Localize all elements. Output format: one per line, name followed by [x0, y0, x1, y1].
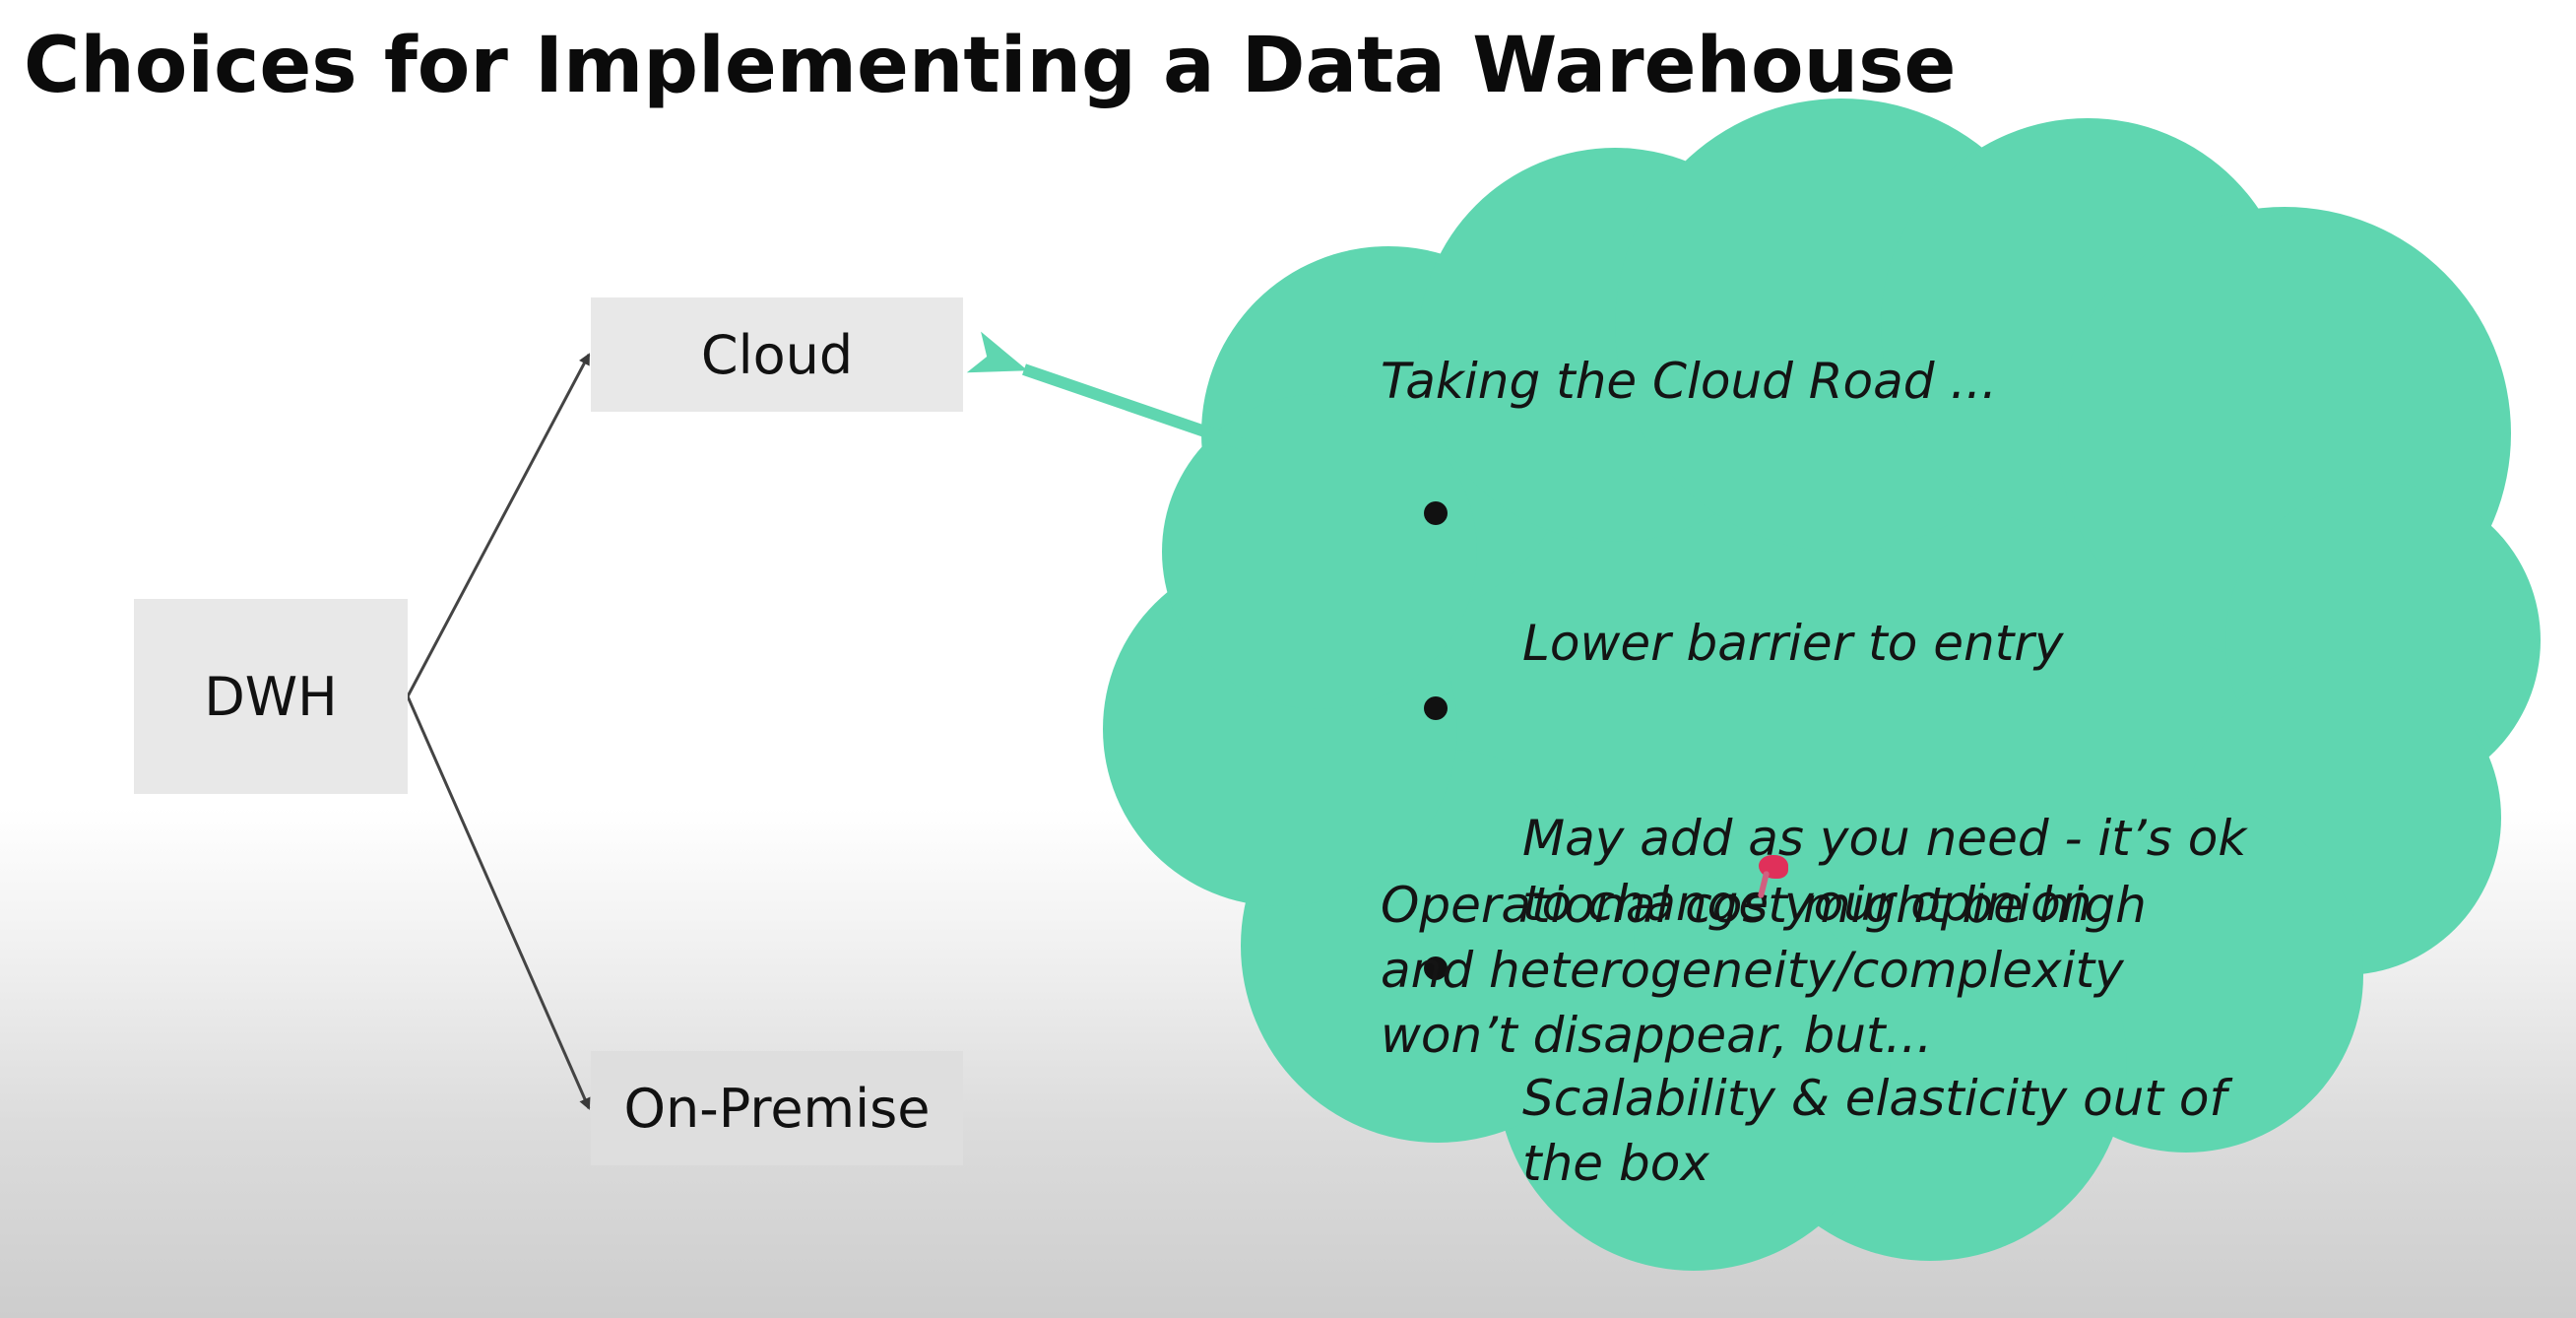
- node-dwh: DWH: [134, 599, 408, 794]
- callout-bullet-list: Lower barrier to entry May add as you ne…: [1381, 481, 2246, 1196]
- callout-bullet-item: Scalability & elasticity out of the box: [1381, 936, 2246, 1196]
- bullet-dot-icon: [1424, 501, 1448, 525]
- connector-dwh-to-onpremise: [406, 695, 591, 1110]
- callout-bullet-text: Lower barrier to entry: [1522, 615, 2064, 672]
- callout-heading: Taking the Cloud Road ...: [1381, 353, 1998, 410]
- callout-bullet-text: Scalability & elasticity out of the box: [1522, 1070, 2227, 1192]
- node-on-premise-label: On-Premise: [623, 1077, 931, 1140]
- node-cloud-label: Cloud: [700, 323, 854, 386]
- callout-bullet-text: May add as you need - it’s ok to change …: [1522, 810, 2247, 932]
- bullet-dot-icon: [1424, 696, 1448, 720]
- callout-bullet-item: Lower barrier to entry: [1381, 481, 2246, 676]
- callout-footer: Operational cost might be high and heter…: [1381, 877, 2147, 1064]
- node-cloud: Cloud: [591, 297, 963, 412]
- callout-bullet-item: May add as you need - it’s ok to change …: [1381, 676, 2246, 936]
- thought-cloud: [1103, 99, 2541, 1271]
- node-dwh-label: DWH: [204, 665, 338, 728]
- connector-dwh-to-cloud: [406, 353, 591, 697]
- bullet-dot-icon: [1424, 956, 1448, 980]
- slide-title: Choices for Implementing a Data Warehous…: [24, 22, 1957, 110]
- callout-arrow: [966, 331, 1258, 455]
- node-on-premise: On-Premise: [591, 1051, 963, 1165]
